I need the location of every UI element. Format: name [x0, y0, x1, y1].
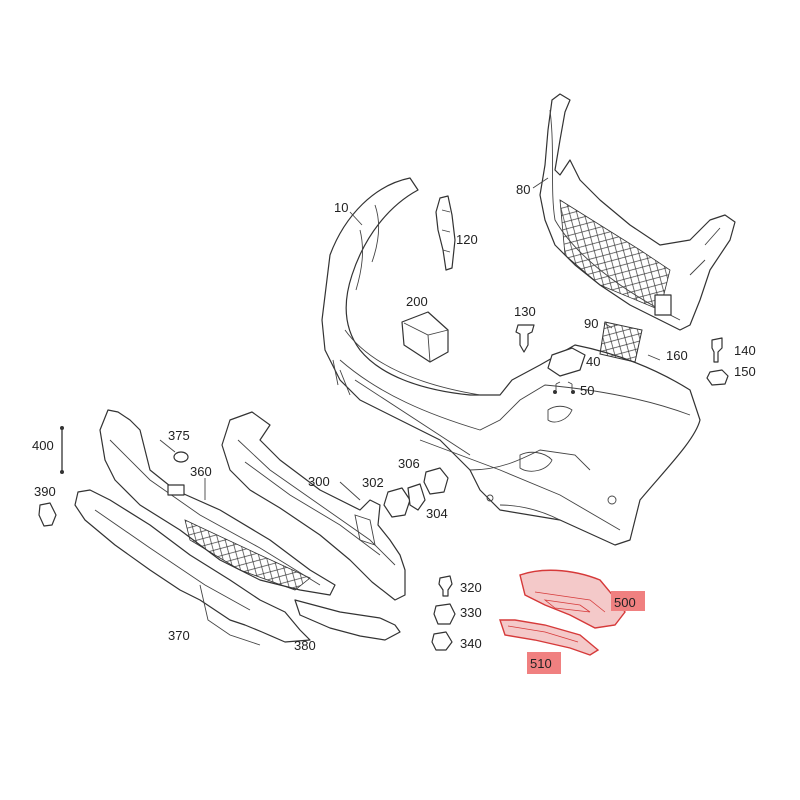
- support-300-part: [221, 411, 406, 601]
- mesh-90-part: [599, 321, 643, 363]
- label-200: 200: [406, 294, 428, 309]
- label-390: 390: [34, 484, 56, 499]
- leader-lines: [159, 177, 661, 501]
- bumper-cover-part: [321, 177, 701, 546]
- nut-150-part: [706, 369, 729, 386]
- clip-340-part: [431, 631, 453, 651]
- sensor-306-part: [423, 467, 449, 495]
- label-90: 90: [584, 316, 598, 331]
- lower-grille-360-part: [99, 409, 336, 596]
- bracket-304-part: [407, 483, 426, 511]
- label-330: 330: [460, 605, 482, 620]
- label-120: 120: [456, 232, 478, 247]
- screw-140-part: [711, 337, 723, 363]
- label-510: 510: [530, 656, 552, 671]
- label-304: 304: [426, 506, 448, 521]
- cover-40-part: [547, 347, 586, 377]
- label-130: 130: [514, 304, 536, 319]
- label-302: 302: [362, 475, 384, 490]
- label-360: 360: [190, 464, 212, 479]
- label-340: 340: [460, 636, 482, 651]
- clip-130-part: [515, 324, 535, 353]
- label-370: 370: [168, 628, 190, 643]
- module-200-part: [401, 311, 449, 363]
- label-380: 380: [294, 638, 316, 653]
- label-500: 500: [614, 595, 636, 610]
- label-510-highlight: [527, 652, 561, 674]
- grommet-375-part: [173, 451, 189, 463]
- label-160: 160: [666, 348, 688, 363]
- label-375: 375: [168, 428, 190, 443]
- label-140: 140: [734, 343, 756, 358]
- bracket-120-part: [435, 195, 456, 271]
- label-50: 50: [580, 383, 594, 398]
- label-10: 10: [334, 200, 348, 215]
- label-300: 300: [308, 474, 330, 489]
- label-320: 320: [460, 580, 482, 595]
- screw-320-part: [438, 575, 453, 597]
- grille-frame-part: [539, 93, 736, 331]
- label-400: 400: [32, 438, 54, 453]
- bracket-50-part: [553, 381, 575, 394]
- label-306: 306: [398, 456, 420, 471]
- trim-380-part: [294, 599, 401, 641]
- sensor-302-part: [383, 487, 411, 518]
- label-150: 150: [734, 364, 756, 379]
- label-500-highlight: [611, 591, 645, 611]
- label-40: 40: [586, 354, 600, 369]
- clip-330-part: [433, 603, 456, 625]
- skid-plate-370-part: [74, 489, 311, 646]
- trim-510-part: [499, 619, 600, 656]
- label-80: 80: [516, 182, 530, 197]
- grille-insert-500-part: [519, 569, 626, 629]
- bracket-390-part: [38, 502, 57, 527]
- pin-400-part: [60, 426, 64, 474]
